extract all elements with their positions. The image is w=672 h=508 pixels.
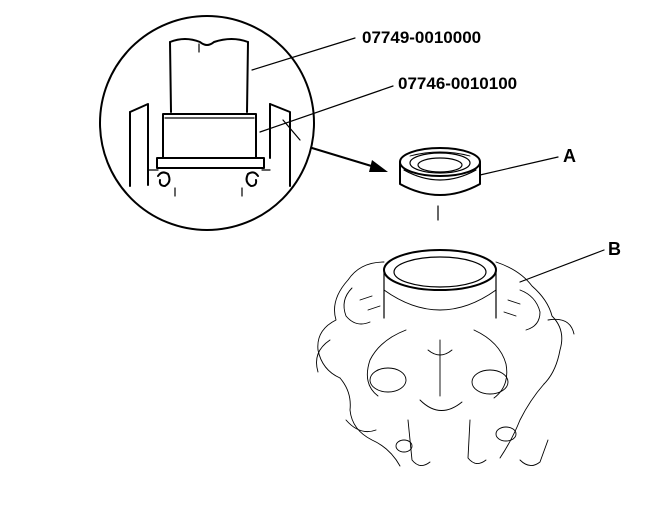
label-part-b: B (608, 239, 621, 259)
housing-section (129, 103, 291, 197)
leader-b (519, 249, 605, 283)
driver-handle (169, 38, 249, 113)
label-tool-07749-0010000: 07749-0010000 (362, 28, 482, 47)
leader-lines (251, 37, 605, 283)
label-tool-07746-0010100: 07746-0010100 (398, 74, 518, 93)
attachment (156, 113, 265, 169)
housing-b (316, 249, 575, 467)
leader-a (479, 156, 559, 176)
detail-circle (99, 15, 315, 231)
leader-tool-1 (251, 37, 356, 71)
detail-arrow (311, 147, 388, 172)
leader-housing (282, 119, 301, 141)
detail-inset (99, 15, 315, 231)
label-part-a: A (563, 146, 576, 166)
oil-seal-a (399, 147, 481, 221)
leader-tool-2 (259, 85, 394, 133)
